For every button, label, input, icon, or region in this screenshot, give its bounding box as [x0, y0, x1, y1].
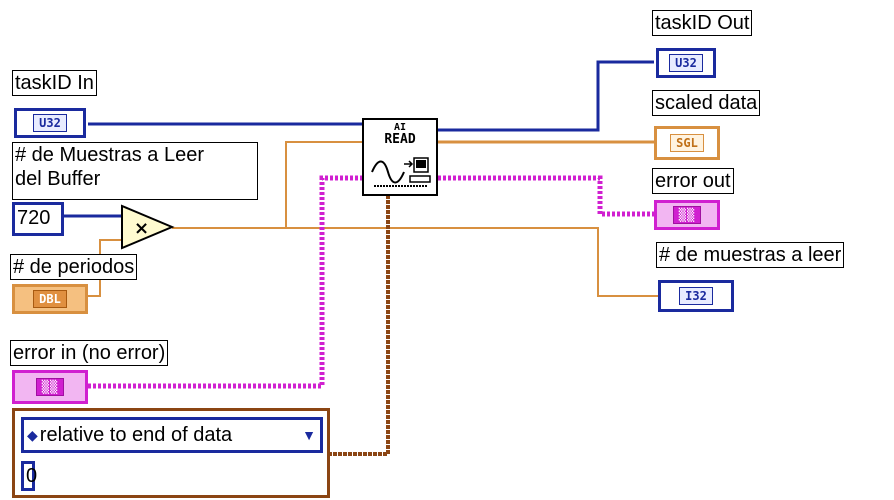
wire-number-to-read: [285, 141, 370, 228]
error-in-label: error in (no error): [10, 340, 169, 366]
wire-cluster: [328, 196, 390, 456]
u32-type-badge: U32: [669, 54, 703, 72]
wire-error-in: [88, 175, 370, 389]
dbl-type-badge: DBL: [33, 290, 67, 308]
wire-error-out: [438, 175, 654, 217]
scaled-data-terminal[interactable]: SGL: [654, 126, 720, 160]
periods-label: # de periodos: [10, 254, 138, 280]
task-in-terminal[interactable]: U32: [14, 108, 86, 138]
samples-to-read-label: # de Muestras a Leer del Buffer: [12, 142, 258, 200]
increment-arrows-icon[interactable]: ◆: [27, 427, 38, 443]
task-out-label: taskID Out: [652, 10, 753, 36]
error-out-terminal[interactable]: ▒▒: [654, 200, 720, 230]
task-out-terminal[interactable]: U32: [656, 48, 716, 78]
wire-samples-out: [172, 227, 658, 297]
offset-value[interactable]: 0: [21, 461, 37, 491]
error-out-label: error out: [652, 168, 734, 194]
periods-terminal[interactable]: DBL: [12, 284, 88, 314]
samples-out-terminal[interactable]: I32: [658, 280, 734, 312]
sgl-type-badge: SGL: [670, 134, 704, 152]
wire-taskid-in: [88, 122, 372, 130]
error-cluster-icon: ▒▒: [672, 206, 702, 224]
ai-read-node[interactable]: AI READ: [362, 118, 438, 196]
chevron-down-icon[interactable]: ▼: [302, 427, 316, 443]
samples-constant[interactable]: 720: [12, 202, 64, 236]
error-in-terminal[interactable]: ▒▒: [12, 370, 88, 404]
samples-out-label: # de muestras a leer: [656, 242, 845, 268]
multiply-node[interactable]: ×: [120, 204, 176, 252]
mode-cluster-constant[interactable]: ◆ relative to end of data ▼ 0: [12, 408, 330, 498]
waveform-computer-icon: [371, 157, 431, 187]
i32-type-badge: I32: [679, 287, 713, 305]
ai-read-caption-top: AI: [393, 122, 407, 133]
task-in-label: taskID In: [12, 70, 97, 96]
mode-value: relative to end of data: [39, 424, 233, 446]
u32-type-badge: U32: [33, 114, 67, 132]
multiply-symbol: ×: [134, 218, 149, 239]
scaled-data-label: scaled data: [652, 90, 761, 116]
mode-enum[interactable]: ◆ relative to end of data ▼: [21, 417, 323, 453]
error-cluster-icon: ▒▒: [35, 378, 65, 396]
ai-read-caption: READ: [384, 132, 416, 147]
wire-taskid-out: [438, 60, 654, 132]
